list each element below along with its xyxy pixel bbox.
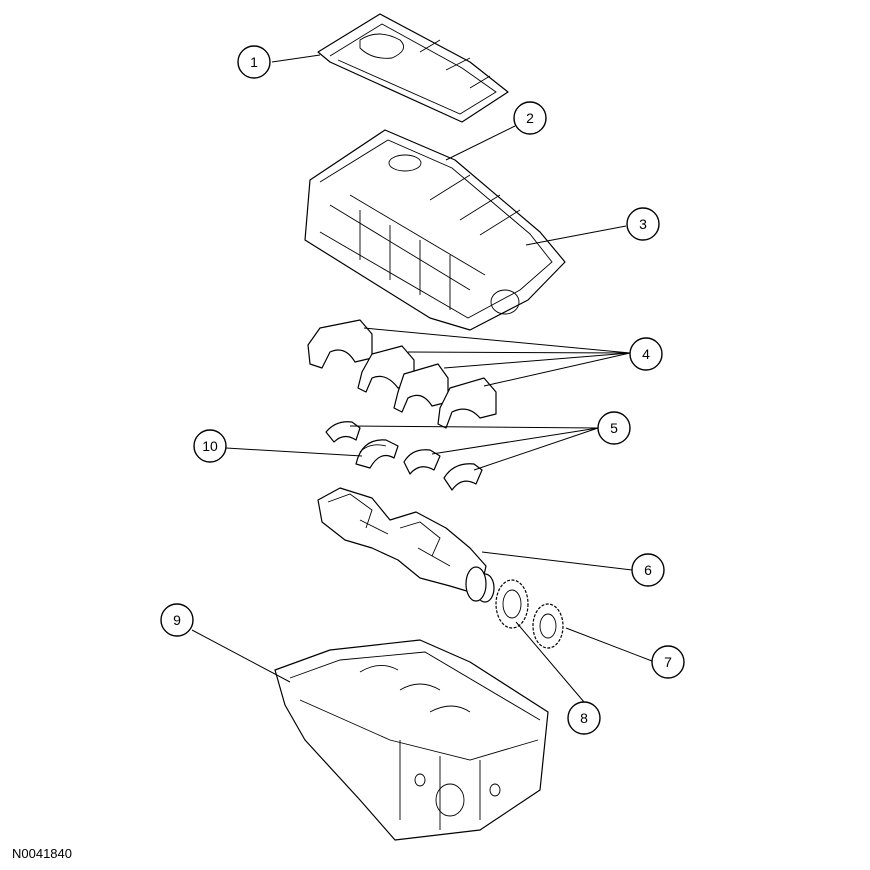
callout-2: 2 bbox=[513, 101, 547, 135]
svg-text:4: 4 bbox=[642, 346, 650, 362]
cylinder-block-part bbox=[274, 639, 549, 841]
crankshaft-sprockets-part bbox=[495, 579, 564, 649]
svg-text:8: 8 bbox=[580, 710, 588, 726]
svg-text:5: 5 bbox=[610, 420, 618, 436]
callout-5: 5 bbox=[597, 411, 631, 445]
lower-crankcase-part bbox=[304, 129, 566, 331]
main-bearing-shells-part bbox=[325, 421, 483, 491]
svg-text:7: 7 bbox=[664, 654, 672, 670]
svg-text:2: 2 bbox=[526, 110, 534, 126]
callout-1: 1 bbox=[237, 45, 271, 79]
callout-7: 7 bbox=[651, 645, 685, 679]
callout-10: 10 bbox=[193, 429, 227, 463]
svg-text:6: 6 bbox=[644, 562, 652, 578]
main-bearing-caps-part bbox=[307, 319, 497, 429]
figure-id: N0041840 bbox=[12, 846, 72, 861]
callout-9: 9 bbox=[160, 603, 194, 637]
callout-4: 4 bbox=[629, 337, 663, 371]
callout-3: 3 bbox=[626, 207, 660, 241]
svg-text:10: 10 bbox=[202, 438, 218, 454]
leader-lines bbox=[191, 54, 653, 703]
callout-8: 8 bbox=[567, 701, 601, 735]
crankshaft-part bbox=[317, 487, 495, 603]
callout-6: 6 bbox=[631, 553, 665, 587]
svg-text:3: 3 bbox=[639, 216, 647, 232]
svg-text:1: 1 bbox=[250, 54, 258, 70]
oil-pan-part bbox=[317, 13, 509, 123]
svg-text:9: 9 bbox=[173, 612, 181, 628]
